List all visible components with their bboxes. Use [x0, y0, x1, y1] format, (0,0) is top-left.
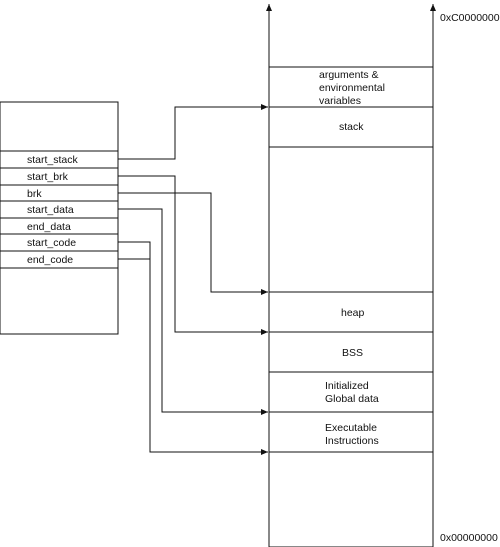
field-end-code: end_code — [27, 254, 73, 266]
pointer-start-stack — [118, 104, 268, 160]
field-start-data: start_data — [27, 204, 74, 216]
field-start-stack: start_stack — [27, 154, 79, 166]
segment-stack: stack — [339, 121, 364, 133]
pointer-brk — [118, 192, 268, 295]
field-brk: brk — [27, 188, 42, 200]
field-start-brk: start_brk — [27, 171, 69, 183]
address-top-label: 0xC0000000 — [440, 12, 500, 24]
segment-heap: heap — [341, 307, 365, 319]
segment-initialized-data: Initialized Global data — [325, 380, 379, 405]
pointer-start-data — [118, 208, 268, 415]
address-bottom-label: 0x00000000 — [440, 532, 498, 544]
field-start-code: start_code — [27, 237, 76, 249]
field-end-data: end_data — [27, 221, 71, 233]
segment-executable-code: Executable Instructions — [325, 422, 380, 447]
segment-args-env: arguments & environmental variables — [319, 69, 388, 107]
memory-region-outline — [268, 66, 434, 547]
pointer-start-code — [118, 241, 268, 455]
segment-bss: BSS — [342, 347, 363, 359]
pointer-start-brk — [118, 175, 268, 335]
